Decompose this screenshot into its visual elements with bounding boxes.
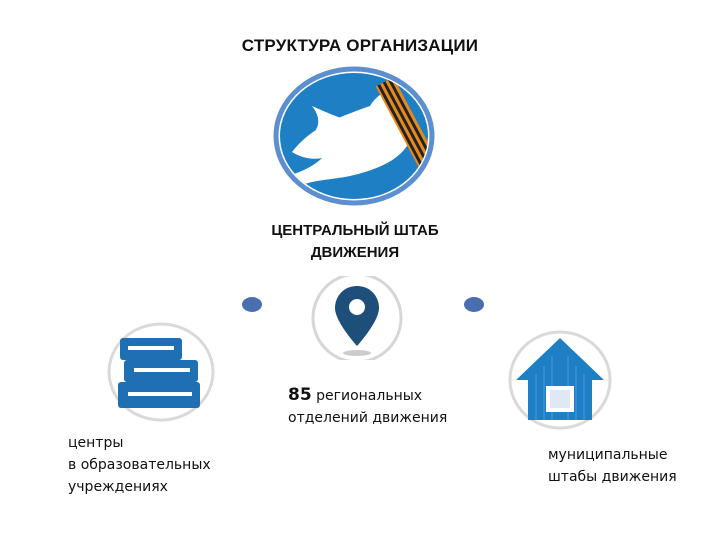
dove-emblem-icon bbox=[273, 66, 435, 206]
diagram-title: СТРУКТУРА ОРГАНИЗАЦИИ bbox=[241, 36, 479, 55]
centers-text: центры в образовательных учреждениях bbox=[68, 432, 211, 498]
hq-label-line2: ДВИЖЕНИЯ bbox=[310, 244, 400, 261]
location-pin-icon bbox=[311, 276, 403, 360]
centers-line3: учреждениях bbox=[68, 479, 168, 495]
house-icon bbox=[508, 330, 612, 430]
regional-line1: региональных bbox=[316, 388, 423, 404]
books-icon bbox=[107, 322, 215, 422]
municipal-text: муниципальные штабы движения bbox=[548, 444, 677, 488]
regional-offices-text: 85 региональных отделений движения bbox=[288, 384, 447, 429]
municipal-line1: муниципальные bbox=[548, 447, 668, 463]
connector-dot-right bbox=[464, 297, 484, 312]
regional-count: 85 bbox=[288, 385, 312, 405]
centers-line2: в образовательных bbox=[68, 457, 211, 473]
regional-line2: отделений движения bbox=[288, 410, 448, 426]
hq-label-line1: ЦЕНТРАЛЬНЫЙ ШТАБ bbox=[271, 222, 439, 239]
connector-dot-left bbox=[242, 297, 262, 312]
central-hq-label: ЦЕНТРАЛЬНЫЙ ШТАБ ДВИЖЕНИЯ bbox=[250, 220, 460, 264]
centers-line1: центры bbox=[68, 435, 124, 451]
municipal-line2: штабы движения bbox=[548, 469, 677, 485]
